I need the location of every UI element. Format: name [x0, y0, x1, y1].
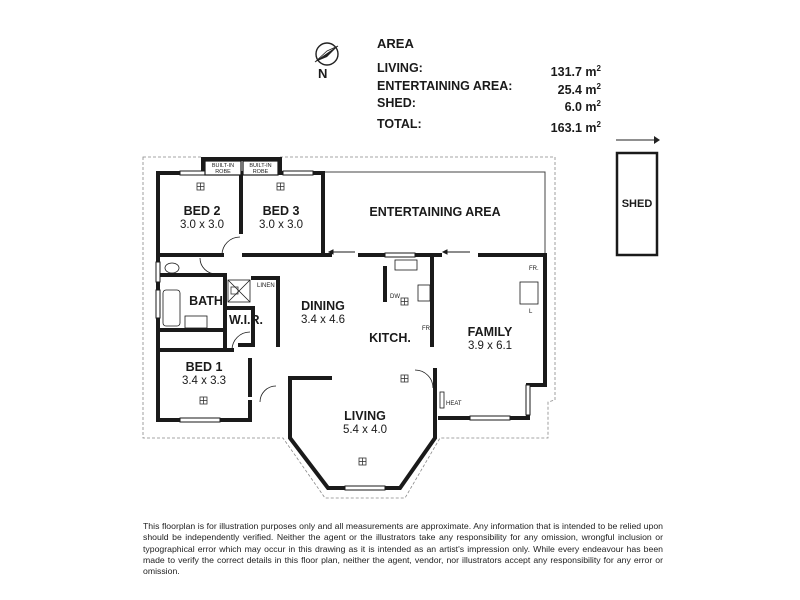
shed-direction-arrow-icon: [616, 136, 660, 144]
dishwasher-label: DW: [390, 294, 400, 300]
area-row-living: LIVING: 131.7 m2: [377, 60, 601, 79]
window: [179, 417, 221, 423]
built-in-robe-label: BUILT-IN ROBE: [211, 163, 235, 175]
area-row-total: TOTAL: 163.1 m2: [377, 116, 601, 135]
area-row-label: LIVING:: [377, 61, 423, 75]
built-in-robe: [204, 160, 242, 176]
room-label-kitchen: KITCH.: [369, 331, 411, 345]
area-row-label: ENTERTAINING AREA:: [377, 78, 513, 93]
window: [344, 485, 386, 491]
laundry-tub: [519, 281, 539, 305]
area-total-label: TOTAL:: [377, 116, 422, 131]
north-compass-icon: [314, 42, 339, 66]
window: [155, 289, 161, 319]
linen-label: LINEN: [257, 283, 275, 289]
bathtub: [162, 289, 181, 327]
room-label-shed: SHED: [621, 198, 653, 210]
toilet: [164, 262, 180, 274]
heater-label: HEAT: [446, 401, 462, 407]
door-swing: [199, 257, 217, 275]
door-swing: [231, 331, 251, 351]
north-label: N: [318, 66, 328, 81]
door-swing: [259, 385, 277, 403]
door-swing: [414, 369, 434, 389]
area-row-value: 131.7 m2: [550, 64, 601, 79]
room-label-wir: W.I.R.: [228, 313, 264, 327]
room-label-entertaining: ENTERTAINING AREA: [369, 205, 501, 219]
fridge-label: FR.: [529, 266, 539, 272]
area-row-label: SHED:: [377, 96, 416, 110]
linen-wall: [251, 276, 280, 347]
area-total-value: 163.1 m2: [550, 119, 601, 135]
area-row-value: 6.0 m2: [564, 99, 601, 114]
area-row-value: 25.4 m2: [557, 81, 601, 97]
disclaimer-text: This floorplan is for illustration purpo…: [143, 521, 663, 577]
window: [525, 384, 531, 416]
built-in-robe-label: BUILT-IN ROBE: [249, 163, 272, 175]
built-in-robe: [242, 160, 279, 176]
fridge-label: FR.: [422, 326, 432, 332]
heater: [439, 391, 445, 409]
vanity: [184, 315, 208, 329]
sink: [394, 259, 418, 271]
laundry-label: L: [529, 309, 533, 315]
wir-wall: [223, 306, 255, 347]
window: [384, 252, 416, 258]
site-boundary: [142, 156, 556, 499]
door-swing: [221, 236, 241, 256]
entertaining-area-outline: [323, 171, 546, 255]
area-row-shed: SHED: 6.0 m2: [377, 95, 601, 114]
window: [282, 170, 314, 176]
room-label-bath: BATH: [189, 294, 223, 308]
area-row-entertaining: ENTERTAINING AREA: 25.4 m2: [377, 78, 601, 97]
area-summary: AREA LIVING: 131.7 m2 ENTERTAINING AREA:…: [377, 36, 601, 135]
window: [469, 415, 511, 421]
shed-outline: [615, 151, 659, 257]
cooktop: [417, 284, 431, 302]
area-title: AREA: [377, 36, 414, 51]
window: [155, 261, 161, 283]
